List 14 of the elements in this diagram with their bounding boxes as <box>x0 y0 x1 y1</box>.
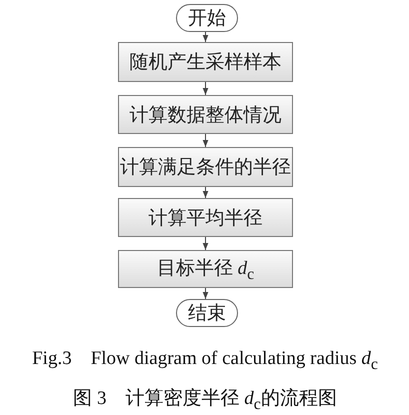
process-box: 计算数据整体情况 <box>118 95 293 134</box>
process-box: 计算平均半径 <box>118 198 293 237</box>
arrow <box>202 82 208 96</box>
figure-caption: Fig.3 Flow diagram of calculating radius d$_{c}$ 图 3 计算密度半径 d$_{c}$的流程图 <box>31 347 379 415</box>
process-box: 目标半径 d$_{c}$ <box>118 250 293 288</box>
arrow <box>202 288 208 300</box>
start-terminal: 开始 <box>176 4 238 32</box>
arrow <box>202 32 208 42</box>
process-box: 计算满足条件的半径 <box>118 147 293 187</box>
process-box: 随机产生采样样本 <box>118 42 293 82</box>
end-terminal: 结束 <box>176 299 238 327</box>
arrow <box>202 186 208 198</box>
arrow <box>202 134 208 148</box>
arrow <box>202 236 208 250</box>
